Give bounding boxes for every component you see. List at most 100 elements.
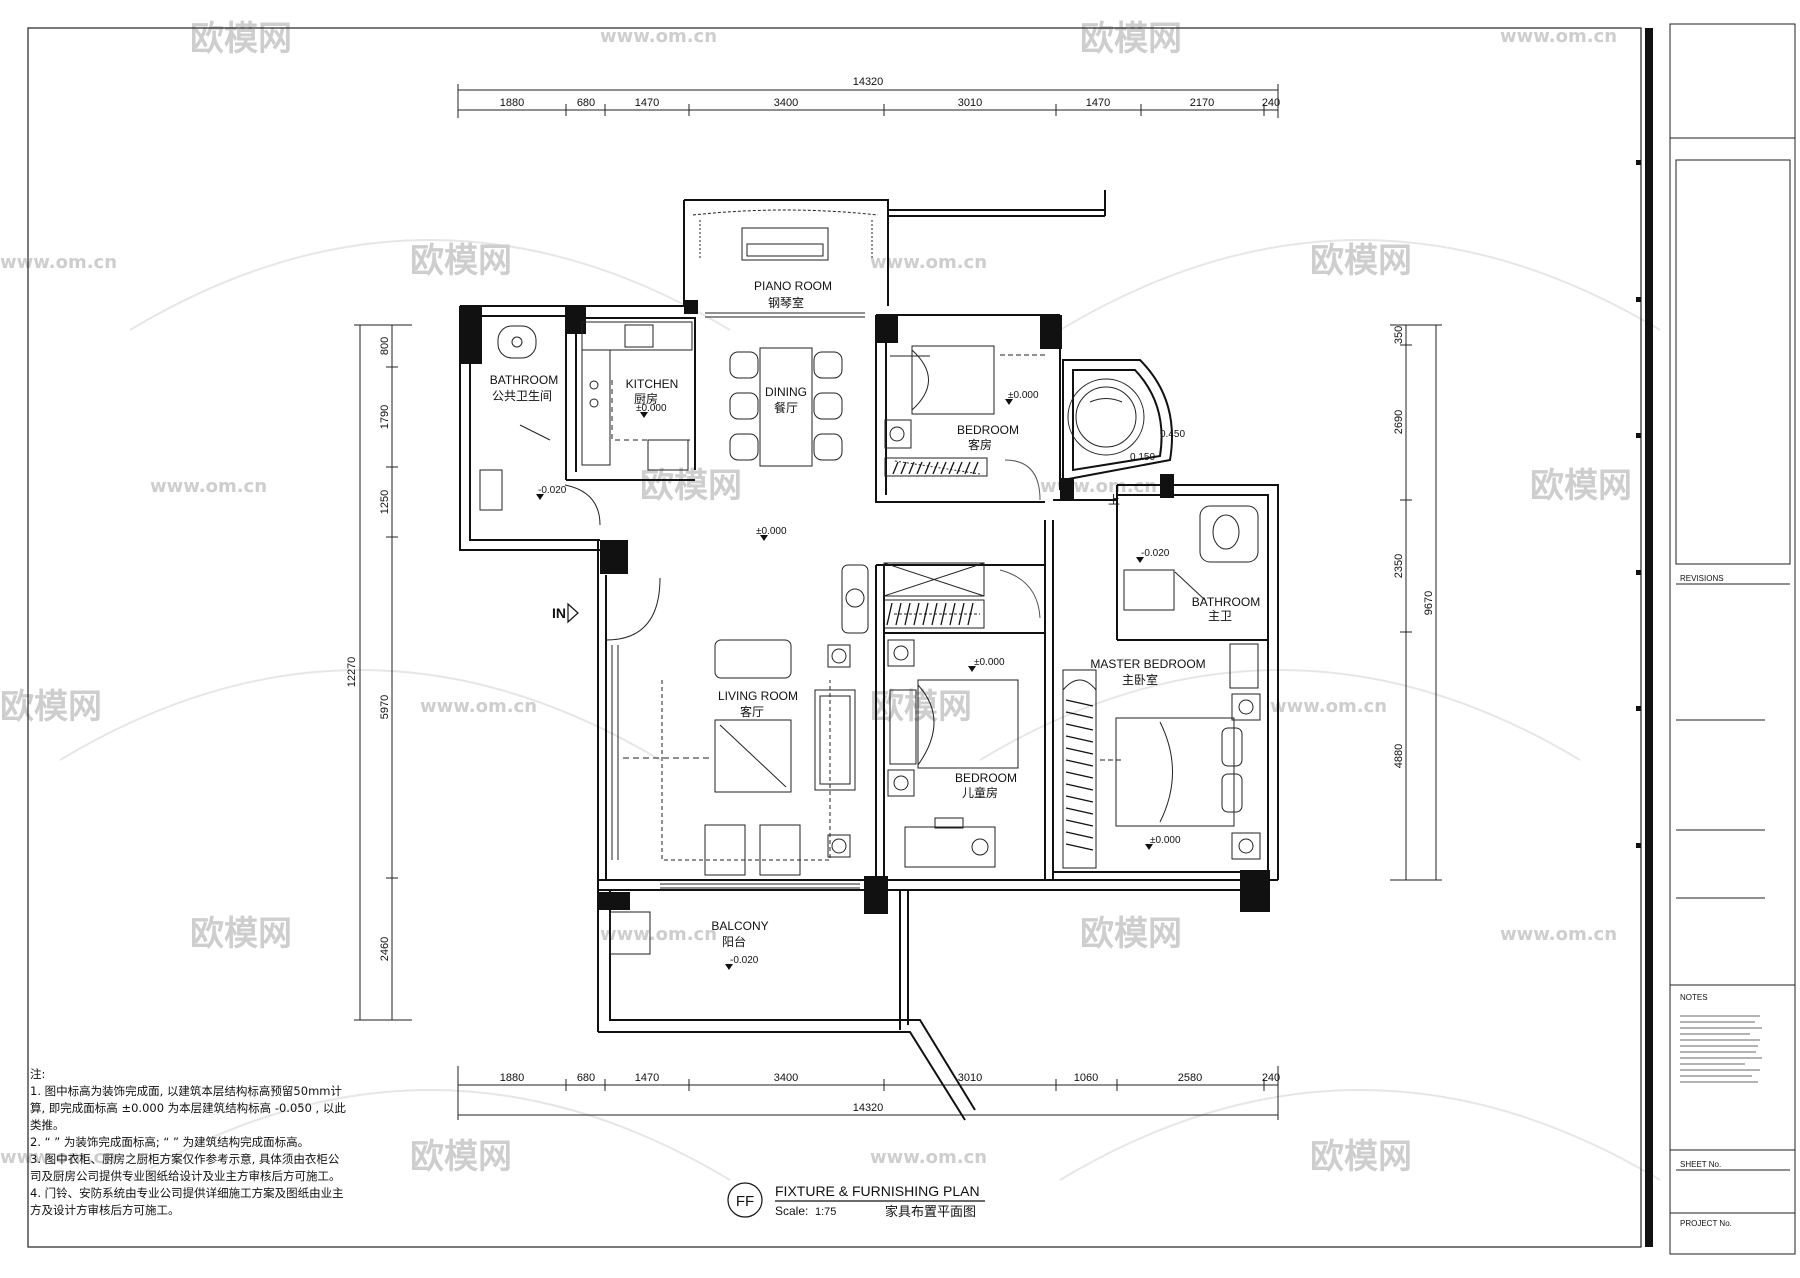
kitchen-label: KITCHEN [626,377,679,391]
watermark-layer: 欧模网 欧模网 欧模网 欧模网 欧模网 欧模网 欧模网 欧模网 欧模网 欧模网 … [0,19,1661,1181]
watermark-brand: 欧模网 [410,241,512,281]
dimension-lines [354,84,1442,1120]
entry-label: IN [552,605,566,621]
watermark-brand: 欧模网 [1080,914,1182,954]
dim-top-seg: 3400 [774,97,798,109]
watermark-brand: 欧模网 [1080,19,1182,59]
level-kitchen: ±0.000 [636,403,667,414]
watermark-url: www.om.cn [600,26,717,47]
dim-bottom-seg: 3010 [958,1072,982,1084]
master-bedroom-label: MASTER BEDROOM [1090,657,1205,671]
dim-right-total: 9670 [1423,591,1435,615]
watermark-url: www.om.cn [1500,924,1617,945]
dim-top-seg: 680 [577,97,595,109]
watermark-brand: 欧模网 [1310,241,1412,281]
level-master-bath: -0.020 [1141,548,1170,559]
drawing-notes: 注: 1. 图中标高为装饰完成面, 以建筑本层结构标高预留50mm计算, 即完成… [30,1066,348,1219]
balcony-label: BALCONY [711,919,768,933]
furniture [479,209,1261,955]
watermark-brand: 欧模网 [640,466,742,506]
watermark-url: www.om.cn [870,1147,987,1168]
title-scale-value: 1:75 [815,1206,836,1218]
note-4: 4. 门铃、安防系统由专业公司提供详细施工方案及图纸由业主方及设计方审核后方可施… [30,1186,344,1217]
sheet-no-label: SHEET No. [1680,1160,1721,1169]
drawing-border [27,27,1642,1248]
dim-left-seg: 800 [379,337,391,355]
dim-right-seg: 2690 [1393,410,1405,434]
piano-room-label-cn: 钢琴室 [768,295,804,310]
title-cn: 家具布置平面图 [885,1204,976,1220]
dim-bottom-seg: 1060 [1074,1072,1098,1084]
level-texts: ±0.000 ±0.000 ±0.000 ±0.000 ±0.000 -0.02… [538,390,1185,966]
dim-top-seg: 1880 [500,97,524,109]
bathroom-label: BATHROOM [490,373,558,387]
title-scale-label: Scale: [775,1204,808,1218]
dim-right-seg: 350 [1393,326,1405,344]
title-badge: FF [736,1193,754,1210]
watermark-url: www.om.cn [0,252,117,273]
level-shower-high: 0.450 [1160,429,1185,440]
level-balcony: -0.020 [730,955,759,966]
watermark-url: www.om.cn [420,696,537,717]
piano-room-label: PIANO ROOM [754,279,832,293]
dim-left-total: 12270 [346,657,358,688]
kids-bedroom-label-cn: 儿童房 [962,785,998,800]
dim-top-seg: 1470 [1086,97,1110,109]
dim-top-seg: 3010 [958,97,982,109]
drawing-title: FF FIXTURE & FURNISHING PLAN Scale: 1:75… [727,1182,985,1220]
watermark-url: www.om.cn [600,924,717,945]
level-shower-low: 0.150 [1130,452,1155,463]
title-block-fine-print [1680,1015,1762,1083]
notes-label: NOTES [1680,993,1708,1002]
hatching [886,461,1094,851]
dim-top-seg: 240 [1262,97,1280,109]
watermark-url: www.om.cn [1500,26,1617,47]
level-living: ±0.000 [756,526,787,537]
dim-bottom-seg: 2580 [1178,1072,1202,1084]
dining-label: DINING [765,385,807,399]
kitchen-label-cn: 厨房 [634,391,658,406]
watermark-brand: 欧模网 [1310,1137,1412,1177]
dim-top-total: 14320 [853,76,884,88]
level-kids: ±0.000 [974,657,1005,668]
dim-left-seg: 1790 [379,405,391,429]
watermark-url: www.om.cn [870,252,987,273]
watermark-url: www.om.cn [0,1147,117,1168]
level-bathroom: -0.020 [538,485,567,496]
stair-up-mark: 上 [1108,493,1120,507]
watermark-url: www.om.cn [150,476,267,497]
dim-bottom-seg: 1470 [635,1072,659,1084]
revisions-label: REVISIONS [1680,574,1724,583]
watermark-brand: 欧模网 [1530,466,1632,506]
dim-bottom-seg: 240 [1262,1072,1280,1084]
living-room-label-cn: 客厅 [740,704,764,719]
dim-left-seg: 2460 [379,937,391,961]
room-labels: PIANO ROOM 钢琴室 BATHROOM 公共卫生间 KITCHEN 厨房… [490,279,1260,949]
level-markers [536,399,1153,970]
border-ticks [1636,160,1641,848]
master-bathroom-label: BATHROOM [1192,595,1260,609]
bathroom-label-cn: 公共卫生间 [492,389,552,403]
kids-bedroom-label: BEDROOM [955,771,1017,785]
level-guest: ±0.000 [1008,390,1039,401]
wall-columns [460,300,1270,914]
dim-right-seg: 2350 [1393,554,1405,578]
dining-label-cn: 餐厅 [774,400,798,415]
dim-left-seg: 5970 [379,695,391,719]
dim-right-seg: 4880 [1393,744,1405,768]
notes-heading: 注: [30,1067,46,1081]
note-2: 2. “ ” 为装饰完成面标高; “ ” 为建筑结构完成面标高。 [30,1135,310,1149]
walls [459,190,1279,1121]
dim-bottom-seg: 3400 [774,1072,798,1084]
title-block [1669,23,1796,1255]
watermark-url: www.om.cn [1040,476,1157,497]
guest-bedroom-label: BEDROOM [957,423,1019,437]
title-strip [1645,28,1653,1247]
dim-bottom-total: 14320 [853,1102,884,1114]
watermark-brand: 欧模网 [190,914,292,954]
dim-left-seg: 1250 [379,490,391,514]
dim-top-seg: 1470 [635,97,659,109]
project-no-label: PROJECT No. [1680,1219,1732,1228]
master-bedroom-label-cn: 主卧室 [1122,672,1158,687]
